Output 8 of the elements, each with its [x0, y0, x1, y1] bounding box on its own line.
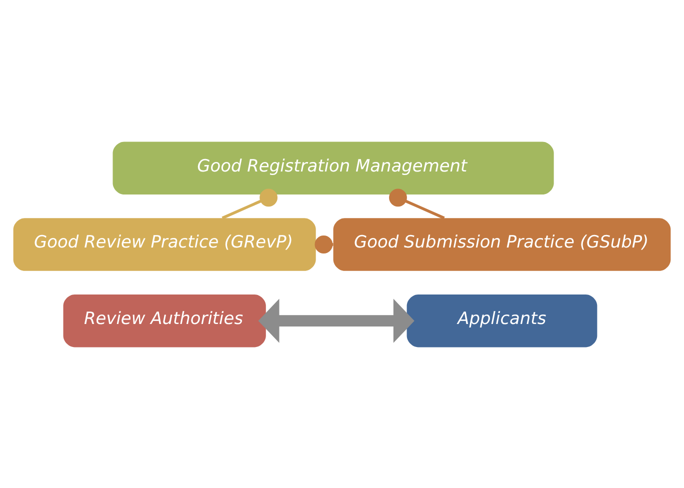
connector [389, 188, 445, 219]
connector [222, 188, 278, 219]
node-box: Applicants [406, 294, 598, 347]
node-box: Good Registration Management [112, 141, 554, 194]
arrow [258, 298, 414, 342]
node-box: Review Authorities [63, 294, 266, 347]
node-box: Good Submission Practice (GSubP) [333, 218, 671, 270]
node-box: Good Review Practice (GRevP) [13, 218, 316, 270]
